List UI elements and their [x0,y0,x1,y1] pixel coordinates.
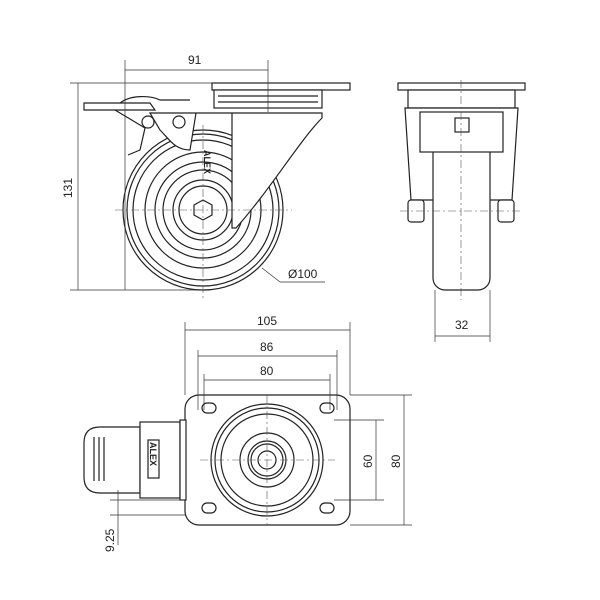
front-view: 32 [397,80,526,342]
dim-91: 91 [188,53,202,67]
side-view: ALEX [83,82,351,298]
dim-86: 86 [260,340,274,354]
dim-105: 105 [257,314,277,328]
dim-9-25: 9.25 [103,528,117,552]
dim-32: 32 [455,318,469,332]
dim-80-holes: 80 [260,364,274,378]
side-dimensions: 91 131 Ø100 [61,53,325,291]
dim-80-plate: 80 [389,454,403,468]
brand-label-top: ALEX [148,442,158,466]
dim-60: 60 [361,454,375,468]
dim-131: 131 [61,178,75,198]
top-dimensions: 105 86 80 60 80 9.25 [103,314,412,552]
top-view: ALEX [83,394,351,526]
brand-label-side: ALEX [202,150,212,174]
dim-diameter: Ø100 [288,267,318,281]
